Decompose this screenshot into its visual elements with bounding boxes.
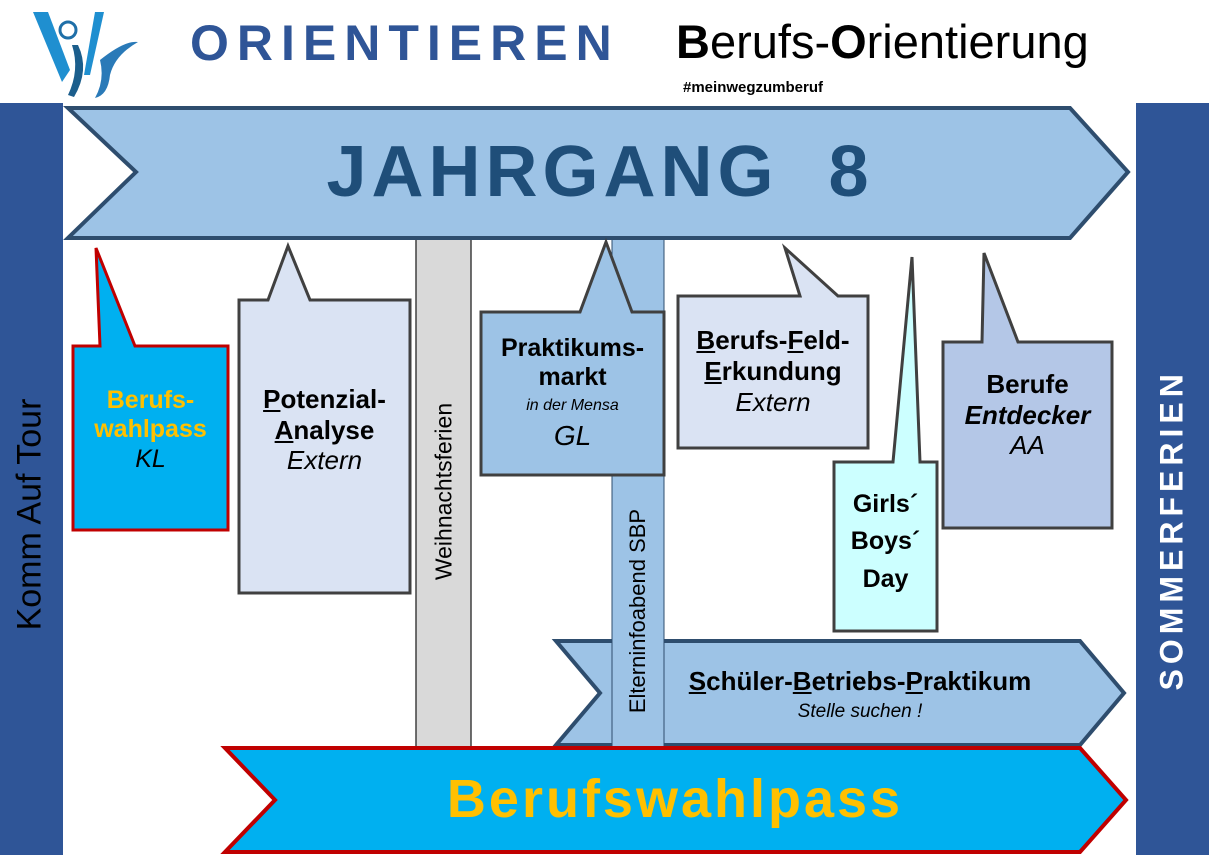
sbp-part: etriebs- (811, 666, 906, 697)
callout-line: Entdecker (964, 399, 1091, 430)
callout-potenzialanalyse (237, 241, 412, 595)
brand-part: erufs- (709, 15, 831, 68)
sbp-part: chüler- (706, 666, 793, 697)
callout-berufswahlpass (71, 247, 230, 532)
brand-letter-b: B (676, 15, 710, 68)
callout-girls-boys-day (832, 256, 939, 633)
underlined-letter: E (704, 356, 722, 387)
entdecker-callout-text: Berufe Entdecker AA (943, 350, 1112, 480)
callout-line: rkundung (721, 356, 842, 387)
callout-line: eld- (803, 325, 850, 356)
brand-title: Berufs-Orientierung (676, 14, 1089, 69)
underlined-letter: B (696, 325, 716, 356)
school-logo (33, 12, 138, 98)
callout-line: markt (538, 363, 607, 392)
callout-owner: Extern (286, 445, 363, 476)
underlined-letter: P (905, 666, 923, 697)
callout-line: otenzial- (280, 383, 386, 414)
callout-owner: KL (135, 444, 166, 473)
callout-line: Berufe (986, 368, 1069, 399)
callout-berufe-entdecker (941, 252, 1114, 530)
weihnachtsferien-label: Weihnachtsferien (430, 402, 457, 581)
underlined-letter: A (274, 414, 294, 445)
holiday-bar (415, 235, 472, 749)
praktikumsmarkt-callout-text: Praktikums- markt in der Mensa GL (481, 318, 664, 468)
jahrgang-label: JAHRGANG 8 (326, 132, 874, 213)
sbp-text: Schüler-Betriebs-Praktikum Stelle suchen… (640, 655, 1080, 735)
callout-berufsfelderkundung (676, 243, 870, 450)
callout-owner: GL (553, 420, 592, 452)
callout-sub: in der Mensa (526, 396, 619, 414)
callout-line: Day (862, 564, 909, 593)
girls-boys-day-callout-text: Girls´ Boys´ Day (834, 462, 937, 622)
sbp-arrow (551, 639, 1127, 747)
potenzial-callout-text: Potenzial- Analyse Extern (239, 360, 410, 500)
callout-line: Boys´ (850, 527, 921, 556)
callout-owner: Extern (735, 386, 811, 417)
left-side-bar (0, 103, 63, 855)
right-side-bar (1136, 103, 1209, 855)
hashtag: #meinwegzumberuf (683, 79, 824, 96)
berufswahlpass-callout-text: Berufs- wahlpass KL (73, 360, 228, 500)
sommerferien-label: SOMMERFERIEN (1153, 369, 1190, 691)
jahrgang-arrow (62, 106, 1131, 240)
callout-owner: AA (1010, 430, 1045, 461)
callout-line: erufs- (715, 325, 788, 356)
brand-part: rientierung (866, 15, 1089, 68)
underlined-letter: S (688, 666, 707, 697)
callout-praktikumsmarkt (479, 237, 666, 477)
sbp-part: raktikum (922, 666, 1032, 697)
callout-line: Girls´ (852, 489, 919, 518)
komm-auf-tour-label: Komm Auf Tour (10, 398, 49, 631)
underlined-letter: P (263, 383, 281, 414)
brand-letter-o: O (830, 15, 867, 68)
underlined-letter: B (792, 666, 812, 697)
callout-line: Praktikums- (500, 333, 645, 362)
callout-line: Berufs- (106, 385, 195, 414)
berufswahlpass-arrow (220, 746, 1129, 854)
underlined-letter: F (787, 325, 804, 356)
berufswahlpass-arrow-label: Berufswahlpass (446, 769, 904, 830)
berufsfeld-callout-text: Berufs-Feld- Erkundung Extern (678, 304, 868, 439)
sbp-sub: Stelle suchen ! (797, 701, 923, 723)
callout-line: nalyse (293, 414, 375, 445)
page-title: ORIENTIEREN (190, 15, 620, 71)
callout-line: wahlpass (94, 415, 207, 444)
